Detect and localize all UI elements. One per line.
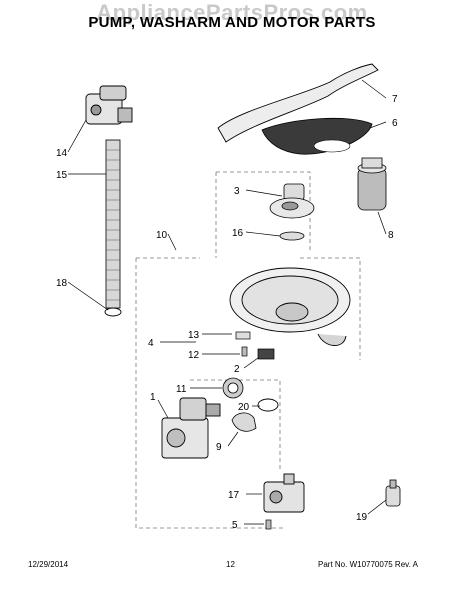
callout-13: 13 — [188, 330, 200, 341]
part-10-sump-assembly — [229, 267, 351, 346]
part-8-filter-cylinder — [357, 157, 387, 211]
leader-lines — [67, 79, 387, 525]
part-15-hose — [105, 139, 121, 309]
footer-page-number: 12 — [226, 560, 235, 569]
callout-5: 5 — [232, 520, 238, 531]
callout-17: 17 — [228, 490, 240, 501]
footer-date: 12/29/2014 — [28, 560, 69, 569]
callout-8: 8 — [388, 230, 394, 241]
callout-10: 10 — [156, 230, 168, 241]
watermark-text: AppliancePartsPros.com — [96, 0, 368, 25]
part-12-screw — [241, 346, 248, 357]
callout-20: 20 — [238, 402, 250, 413]
part-9-elbow — [231, 412, 257, 432]
part-6-filter-screen — [261, 117, 373, 155]
callout-9: 9 — [216, 442, 222, 453]
part-18-clamp — [104, 307, 122, 317]
callout-18: 18 — [56, 278, 68, 289]
callout-7: 7 — [392, 94, 398, 105]
callout-2: 2 — [234, 364, 240, 375]
part-3-pump-cover — [269, 183, 315, 219]
part-17-drain-pump — [263, 473, 305, 513]
part-1-motor-assembly — [161, 397, 221, 459]
part-7-spray-arm — [217, 63, 379, 143]
part-14-pump-motor — [85, 85, 133, 125]
callout-6: 6 — [392, 118, 398, 129]
callout-4: 4 — [148, 338, 154, 349]
callout-14: 14 — [56, 148, 68, 159]
callout-11: 11 — [176, 384, 187, 395]
part-2-connector — [257, 348, 275, 360]
part-20-clamp — [257, 398, 279, 412]
part-13-sensor — [235, 331, 251, 340]
part-5-screw — [265, 519, 272, 530]
callout-15: 15 — [56, 170, 68, 181]
footer-part-number: Part No. W10770075 Rev. A — [318, 560, 418, 569]
part-16-seal — [279, 231, 305, 241]
part-19-check-valve — [385, 479, 401, 507]
page-title: PUMP, WASHARM AND MOTOR PARTS — [88, 14, 376, 31]
callout-16: 16 — [232, 228, 244, 239]
callout-12: 12 — [188, 350, 200, 361]
callout-3: 3 — [234, 186, 240, 197]
part-11-gasket — [222, 377, 244, 399]
callout-labels: 1 2 3 4 5 6 7 8 9 10 11 12 13 14 15 16 1… — [56, 94, 398, 531]
callout-1: 1 — [150, 392, 156, 403]
callout-19: 19 — [356, 512, 368, 523]
assembly-boundary — [135, 171, 361, 529]
